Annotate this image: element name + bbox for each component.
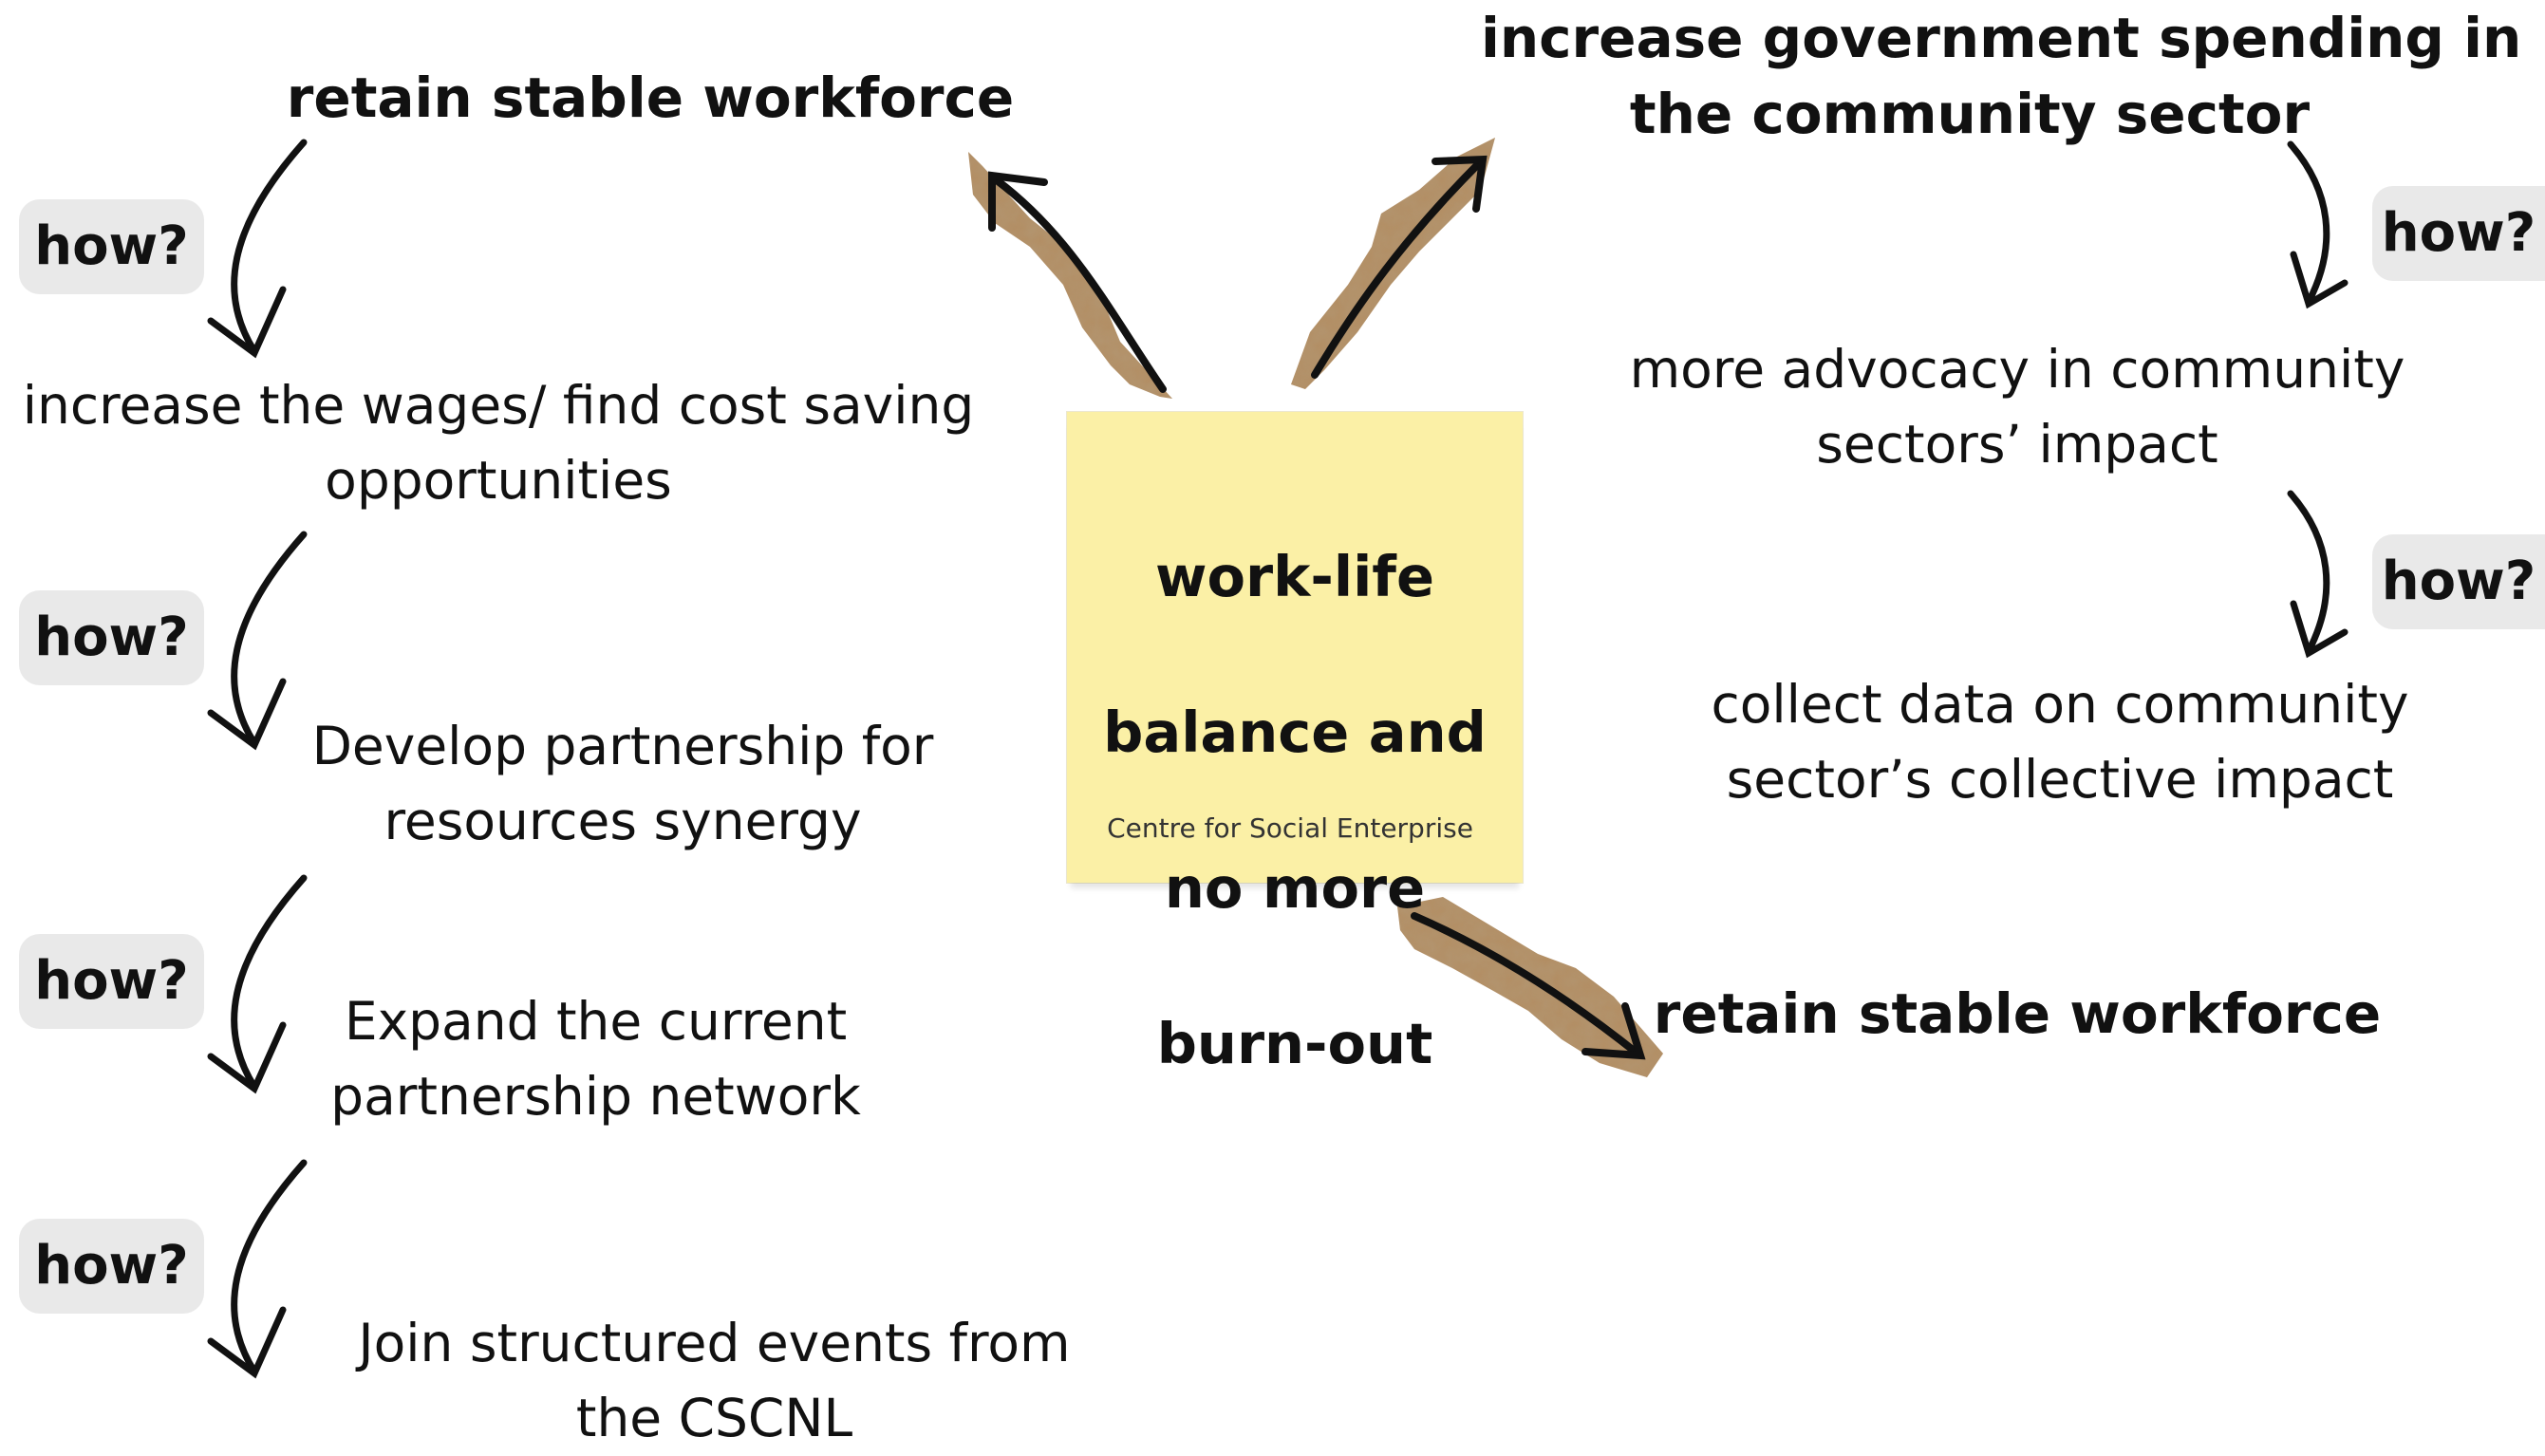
right-branch-heading: increase government spending in the comm… xyxy=(1481,0,2522,152)
how-label: how? xyxy=(2372,534,2545,629)
step-line: the CSCNL xyxy=(575,1388,853,1448)
step-line: more advocacy in community xyxy=(1629,339,2405,400)
left-step-3: Expand the current partnership network xyxy=(285,984,907,1134)
ink-stroke xyxy=(993,177,1167,393)
how-label: how? xyxy=(19,1219,204,1314)
step-line: sector’s collective impact xyxy=(1726,749,2394,810)
how-label: how? xyxy=(19,590,204,685)
how-label: how? xyxy=(2372,186,2545,281)
center-sticky-note: work-life balance and no more burn-out C… xyxy=(1067,412,1523,1076)
center-note-title: work-life balance and no more burn-out xyxy=(1067,460,1523,1161)
step-line: collect data on community xyxy=(1711,674,2409,735)
step-line: resources synergy xyxy=(384,791,862,851)
left-step-2: Develop partnership for resources synerg… xyxy=(266,709,980,859)
ink-stroke-head xyxy=(1432,155,1488,213)
hand-drawn-curved-arrow-icon xyxy=(207,531,308,751)
hand-drawn-curved-arrow-icon xyxy=(207,139,308,359)
center-note-title-line: no more xyxy=(1164,855,1426,921)
step-line: opportunities xyxy=(325,450,672,511)
ink-stroke xyxy=(1311,158,1485,379)
step-line: sectors’ impact xyxy=(1816,414,2218,475)
how-label: how? xyxy=(19,934,204,1029)
center-note-footer: Centre for Social Enterprise xyxy=(1107,812,1473,844)
left-step-4: Join structured events from the CSCNL xyxy=(313,1306,1115,1456)
heading-line: increase government spending in xyxy=(1481,6,2522,70)
step-line: partnership network xyxy=(330,1066,861,1127)
how-label: how? xyxy=(19,199,204,294)
hand-drawn-curved-arrow-icon xyxy=(207,1159,308,1379)
center-note-title-line: balance and xyxy=(1103,700,1487,765)
left-step-1: increase the wages/ find cost saving opp… xyxy=(0,368,997,518)
center-note-title-line: burn-out xyxy=(1156,1011,1433,1076)
ink-stroke xyxy=(1411,912,1641,1057)
right-step-2: collect data on community sector’s colle… xyxy=(1633,667,2487,817)
step-line: Develop partnership for xyxy=(311,716,934,776)
step-line: increase the wages/ find cost saving xyxy=(22,375,975,436)
torn-paper-arrow-icon xyxy=(968,152,1172,399)
left-branch-heading: retain stable workforce xyxy=(286,65,1015,130)
ink-stroke-head xyxy=(1581,1002,1646,1060)
step-line: Expand the current xyxy=(344,991,848,1052)
center-note-title-line: work-life xyxy=(1155,544,1434,609)
right-step-1: more advocacy in community sectors’ impa… xyxy=(1595,332,2440,482)
hand-drawn-curved-arrow-icon xyxy=(2287,140,2349,309)
bottom-branch-heading: retain stable workforce xyxy=(1653,981,2382,1046)
hand-drawn-curved-arrow-icon xyxy=(2287,490,2349,659)
heading-line: the community sector xyxy=(1629,82,2311,146)
step-line: Join structured events from xyxy=(358,1313,1071,1373)
ink-stroke-head xyxy=(988,171,1048,232)
hand-drawn-curved-arrow-icon xyxy=(207,874,308,1094)
